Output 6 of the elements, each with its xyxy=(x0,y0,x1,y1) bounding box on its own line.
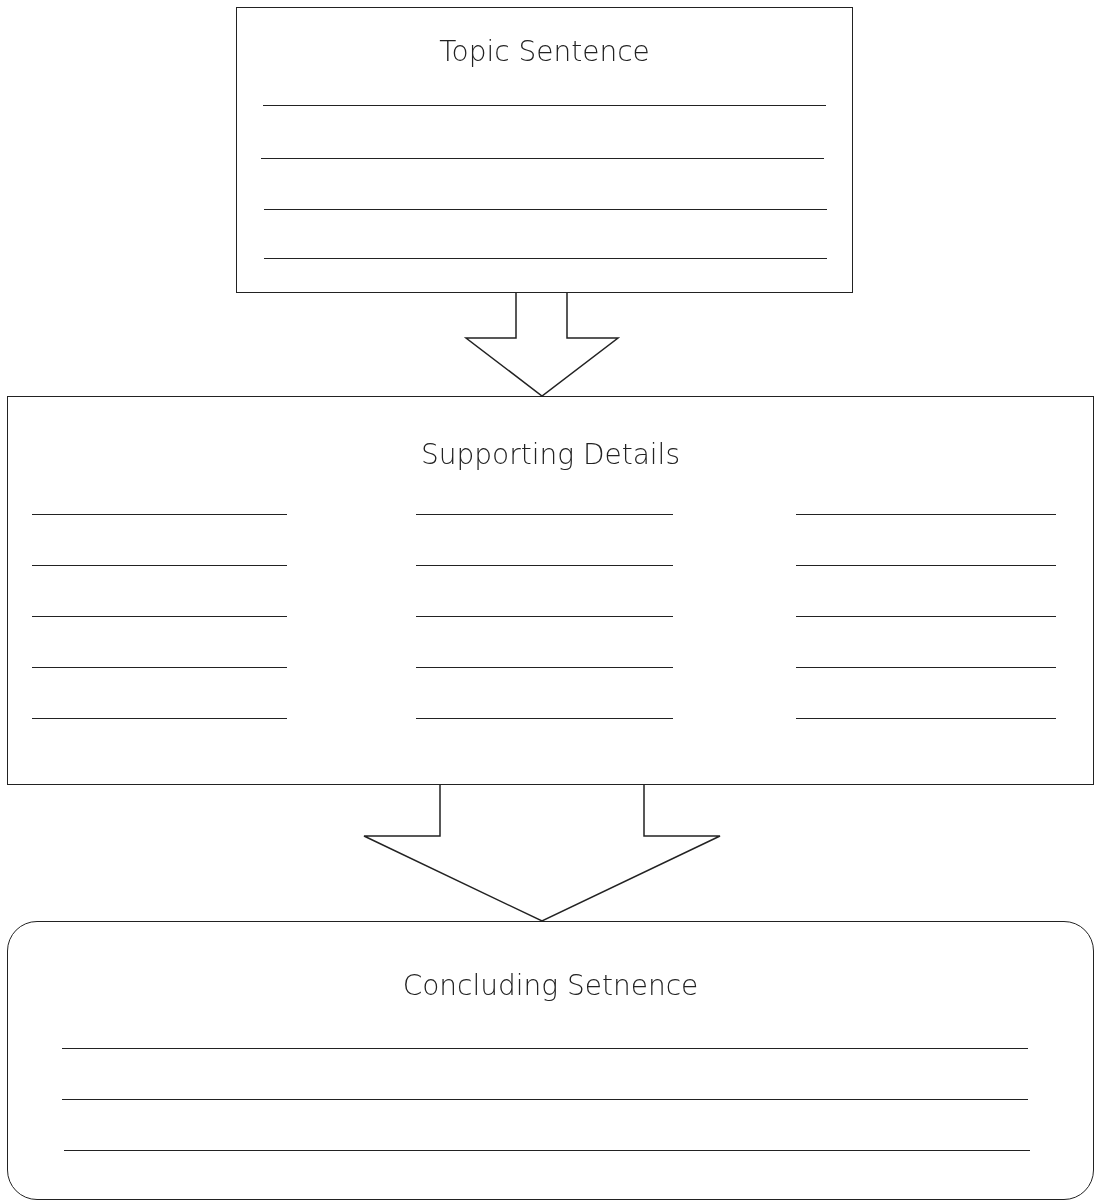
heading: Supporting Details xyxy=(421,441,680,469)
text-box xyxy=(7,921,1094,1200)
text-box xyxy=(236,7,853,293)
heading: Concluding Setnence xyxy=(402,972,699,1000)
heading: Topic Sentence xyxy=(439,38,650,66)
text-box xyxy=(7,396,1094,785)
